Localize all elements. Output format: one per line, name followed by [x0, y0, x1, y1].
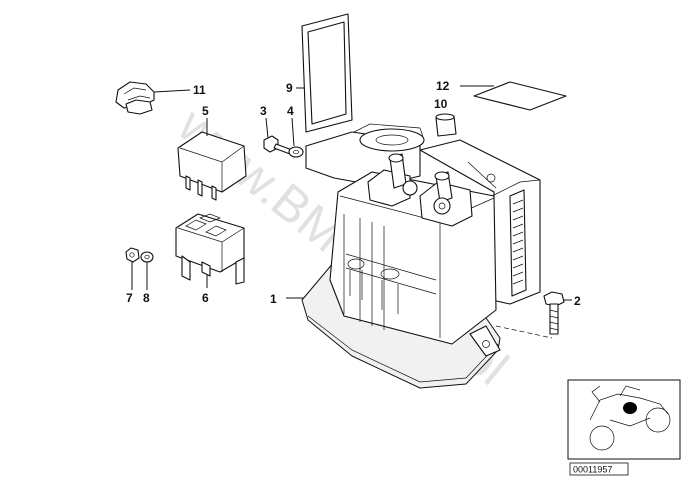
part-6-relay-socket — [175, 213, 245, 285]
part-2-bolt — [543, 291, 565, 335]
part-10-cap — [435, 113, 457, 137]
part-5-relay — [177, 131, 247, 201]
callout-10: 10 — [434, 97, 448, 111]
motorcycle-icon — [589, 385, 671, 451]
callout-5: 5 — [202, 104, 209, 118]
part-4-washer — [288, 146, 304, 158]
part-12-label — [473, 81, 567, 111]
callout-6: 6 — [202, 291, 209, 305]
callout-3: 3 — [260, 104, 267, 118]
part-7-nut — [125, 247, 140, 263]
callout-7: 7 — [126, 291, 133, 305]
callout-12: 12 — [436, 79, 450, 93]
callout-9: 9 — [286, 81, 293, 95]
callout-11: 11 — [193, 83, 206, 97]
callout-4: 4 — [287, 104, 294, 118]
part-9-gasket — [301, 13, 353, 133]
part-8-washer — [140, 251, 154, 263]
callout-1: 1 — [270, 292, 277, 306]
diagram-code: 00011957 — [573, 465, 612, 475]
part-3-screw — [263, 135, 293, 155]
callout-2: 2 — [574, 294, 581, 308]
part-11-clip — [115, 81, 155, 115]
callout-8: 8 — [143, 291, 150, 305]
motorcycle-inset — [567, 379, 681, 460]
part-1-pressure-modulator — [301, 123, 541, 389]
